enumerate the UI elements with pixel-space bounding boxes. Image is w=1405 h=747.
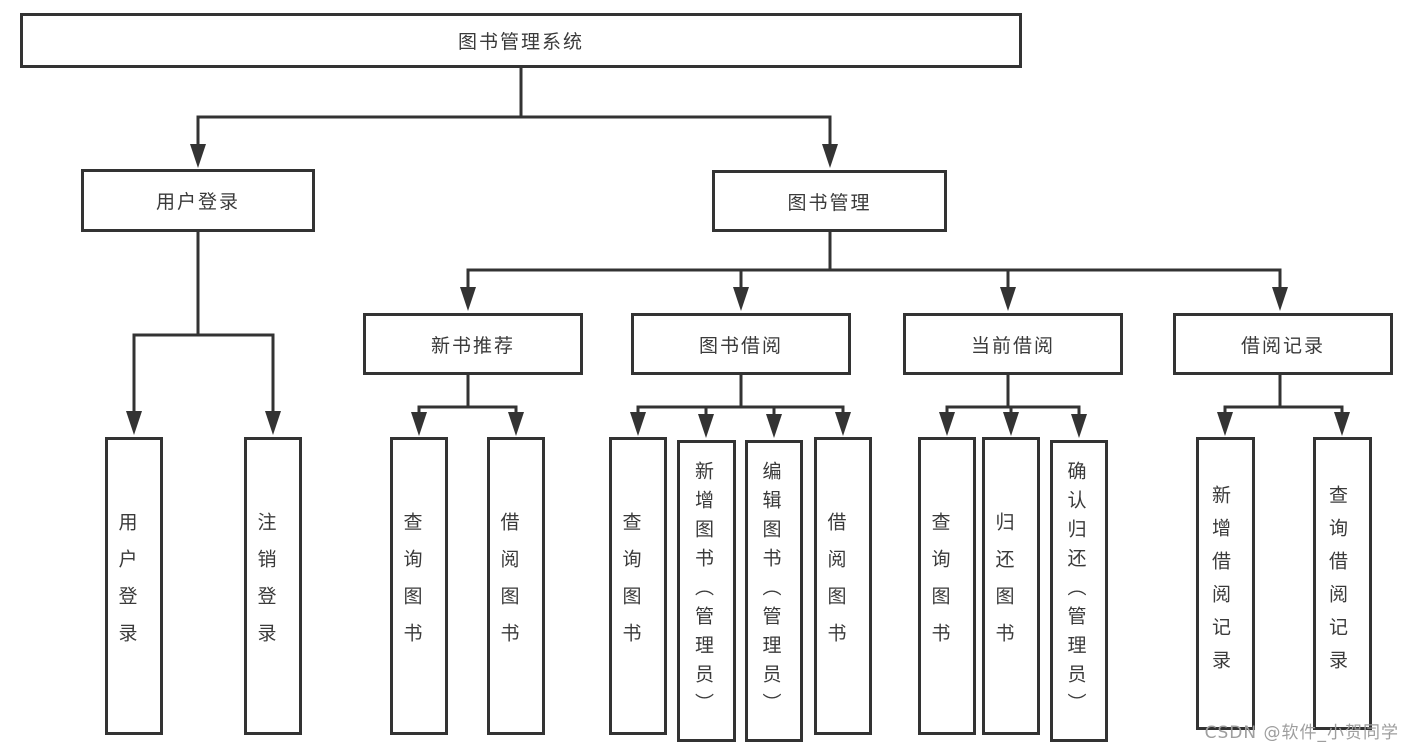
- leaf-add-book-admin-label: 新增图书（管理员）: [692, 460, 714, 722]
- node-borrow-records: 借阅记录: [1173, 313, 1393, 375]
- node-book-borrow: 图书借阅: [631, 313, 851, 375]
- connector-user-login-children: [126, 232, 281, 435]
- node-borrow-records-label: 借阅记录: [1240, 334, 1325, 357]
- node-root-system: 图书管理系统: [20, 13, 1022, 68]
- leaf-recommend-query-books-label: 查询图书: [400, 512, 423, 660]
- connector-new-book-recommend-children: [411, 375, 524, 436]
- leaf-edit-book-admin: 编辑图书（管理员）: [745, 440, 803, 742]
- leaf-edit-book-admin-label: 编辑图书（管理员）: [759, 460, 782, 722]
- leaf-borrow-query-books: 查询图书: [609, 437, 667, 735]
- leaf-add-book-admin: 新增图书（管理员）: [677, 440, 736, 742]
- node-current-borrow: 当前借阅: [903, 313, 1123, 375]
- node-book-management-branch: 图书管理: [712, 170, 947, 232]
- connector-borrow-records-children: [1217, 375, 1350, 436]
- leaf-borrow-borrow-books-label: 借阅图书: [824, 512, 847, 660]
- connector-book-management-groups: [460, 232, 1288, 311]
- csdn-watermark: CSDN @软件_小贺同学: [1204, 723, 1399, 743]
- node-new-book-recommend-label: 新书推荐: [430, 334, 515, 357]
- node-root-system-label: 图书管理系统: [457, 31, 584, 53]
- leaf-confirm-return-admin: 确认归还（管理员）: [1050, 440, 1108, 742]
- leaf-return-books-label: 归还图书: [992, 512, 1015, 660]
- node-user-login-branch-label: 用户登录: [155, 191, 240, 213]
- leaf-borrow-borrow-books: 借阅图书: [814, 437, 872, 735]
- leaf-add-borrow-record-label: 新增借阅记录: [1209, 484, 1231, 683]
- node-current-borrow-label: 当前借阅: [970, 334, 1055, 357]
- leaf-user-login-label: 用户登录: [115, 512, 138, 660]
- leaf-return-books: 归还图书: [982, 437, 1040, 735]
- leaf-current-query-books: 查询图书: [918, 437, 976, 735]
- node-new-book-recommend: 新书推荐: [363, 313, 583, 375]
- leaf-recommend-borrow-books: 借阅图书: [487, 437, 545, 735]
- leaf-query-borrow-record-label: 查询借阅记录: [1326, 484, 1348, 683]
- connector-root-to-level2: [190, 68, 838, 168]
- leaf-logout-label: 注销登录: [254, 512, 277, 660]
- connector-book-borrow-children: [630, 375, 851, 438]
- connector-current-borrow-children: [939, 375, 1087, 438]
- node-book-management-branch-label: 图书管理: [787, 191, 872, 214]
- leaf-recommend-query-books: 查询图书: [390, 437, 448, 735]
- leaf-confirm-return-admin-label: 确认归还（管理员）: [1064, 460, 1087, 722]
- leaf-current-query-books-label: 查询图书: [928, 512, 951, 660]
- leaf-add-borrow-record: 新增借阅记录: [1196, 437, 1255, 730]
- node-user-login-branch: 用户登录: [81, 169, 315, 232]
- leaf-query-borrow-record: 查询借阅记录: [1313, 437, 1372, 730]
- leaf-user-login: 用户登录: [105, 437, 163, 735]
- node-book-borrow-label: 图书借阅: [698, 334, 783, 357]
- leaf-borrow-query-books-label: 查询图书: [619, 512, 642, 660]
- leaf-logout: 注销登录: [244, 437, 302, 735]
- leaf-recommend-borrow-books-label: 借阅图书: [497, 512, 520, 660]
